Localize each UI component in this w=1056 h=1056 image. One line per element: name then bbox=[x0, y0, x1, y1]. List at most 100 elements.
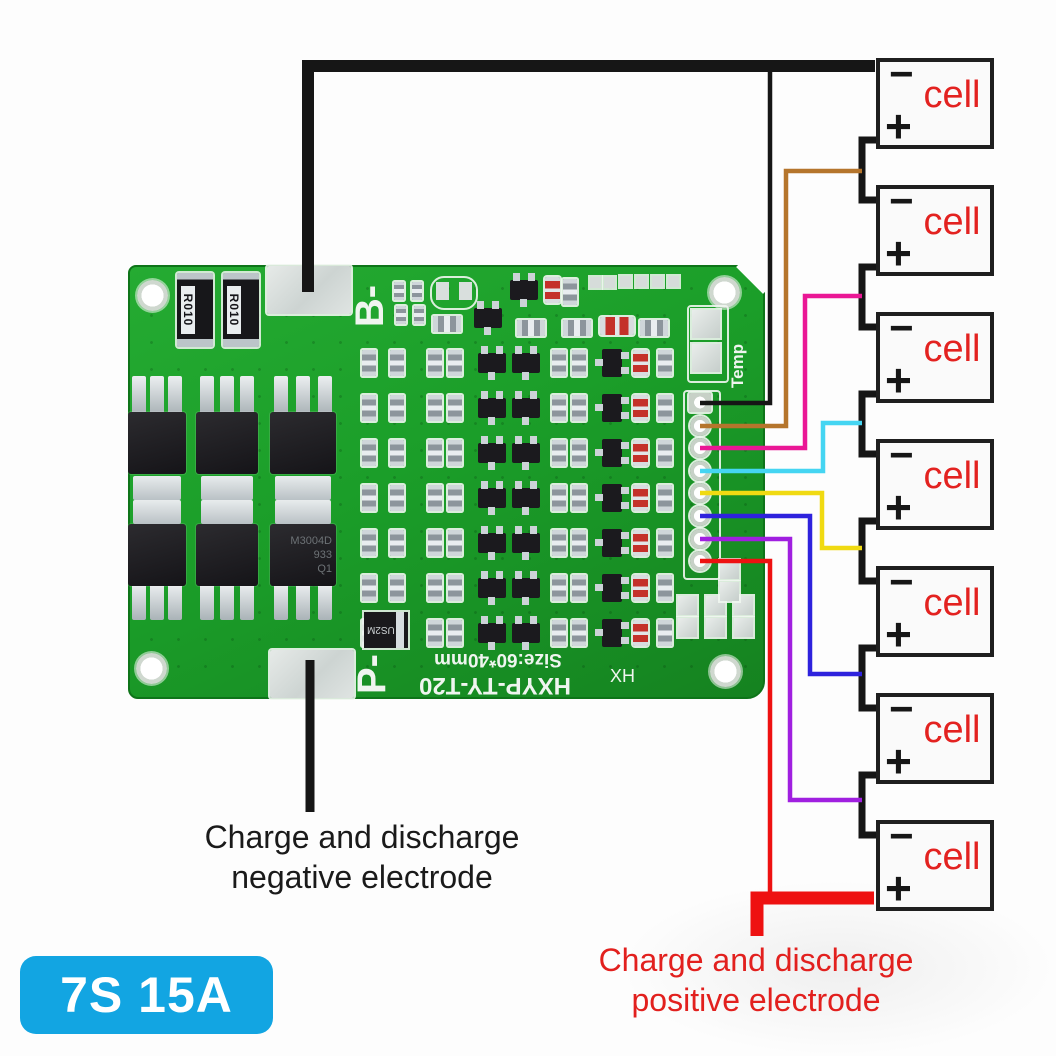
smd-resv-row4 bbox=[552, 485, 566, 511]
cell-plus-terminal: + bbox=[885, 862, 912, 914]
balance-wire-cell2-positive-sense bbox=[700, 293, 862, 451]
cell-label: cell bbox=[923, 328, 981, 370]
smd-resv-row6 bbox=[390, 575, 404, 601]
negative-note-line1: Charge and discharge bbox=[204, 819, 520, 855]
positive-electrode-note: Charge and discharge positive electrode bbox=[586, 940, 926, 1020]
mosfet-leg bbox=[200, 376, 214, 414]
battery-cell-1: −+cell bbox=[876, 50, 994, 152]
jumper-pad-6 bbox=[734, 618, 753, 637]
smd-sot-row1 bbox=[512, 346, 540, 380]
smd-resv-row6 bbox=[658, 575, 672, 601]
sense-pad-outline bbox=[683, 390, 721, 580]
smd-resv-row6 bbox=[572, 575, 586, 601]
mosfet-leg bbox=[240, 376, 254, 414]
smd-resv bbox=[563, 279, 577, 305]
jumper-pad-4 bbox=[706, 618, 725, 637]
mosfet-leg bbox=[168, 584, 182, 620]
smd-resh bbox=[640, 320, 668, 336]
smd-resv-row1 bbox=[362, 350, 376, 376]
smd-resv-row4 bbox=[658, 485, 672, 511]
cell-minus-terminal: − bbox=[889, 50, 914, 97]
smd-resv-row7 bbox=[572, 620, 586, 646]
smd-resv-row7 bbox=[658, 620, 672, 646]
cell-plus-terminal: + bbox=[885, 608, 912, 660]
smd-led bbox=[600, 317, 634, 335]
smd-resv-row7 bbox=[552, 620, 566, 646]
smd-resh bbox=[433, 316, 461, 332]
cell-plus-terminal: + bbox=[885, 735, 912, 787]
cell-plus-terminal: + bbox=[885, 481, 912, 533]
jumper-pad-2 bbox=[678, 618, 697, 637]
smd-resv-row2 bbox=[362, 395, 376, 421]
smd-resv-row6 bbox=[448, 575, 462, 601]
mosfet-leg bbox=[296, 376, 310, 414]
mosfet-2 bbox=[196, 412, 258, 474]
temp-pad-1 bbox=[692, 310, 720, 338]
smd-resv-row3 bbox=[658, 440, 672, 466]
smd-sot-row2 bbox=[512, 391, 540, 425]
smd-led bbox=[545, 277, 560, 303]
balance-wire-cell6-positive-sense bbox=[700, 536, 862, 803]
positive-note-line1: Charge and discharge bbox=[598, 942, 914, 978]
balance-wire-cell4-positive-sense bbox=[700, 490, 862, 551]
cell-minus-terminal: − bbox=[889, 431, 914, 478]
smd-pad bbox=[652, 276, 663, 287]
smd-sot-row5 bbox=[512, 526, 540, 560]
smd-resv bbox=[396, 306, 406, 324]
smd-pad bbox=[590, 277, 601, 288]
mosfet-marking-line: Q1 bbox=[317, 563, 332, 575]
mosfet-leg bbox=[220, 584, 234, 620]
mounting-hole-1 bbox=[137, 280, 168, 311]
cell-label: cell bbox=[923, 455, 981, 497]
smd-sot-row1 bbox=[478, 346, 506, 380]
smd-resv-row5 bbox=[362, 530, 376, 556]
smd-resv-row1 bbox=[572, 350, 586, 376]
balance-wire-cell7-positive-sense bbox=[700, 558, 773, 900]
diode-us2m: US2M bbox=[364, 612, 408, 648]
mosfet-3 bbox=[270, 412, 336, 474]
shunt-resistor-2: R010 bbox=[223, 273, 259, 347]
smd-ledv-row4 bbox=[633, 485, 648, 511]
cell-plus-terminal: + bbox=[885, 100, 912, 152]
shunt-band: R010 bbox=[181, 286, 195, 334]
shunt-resistor-1: R010 bbox=[177, 273, 213, 347]
smd-resv-row5 bbox=[552, 530, 566, 556]
mosfet-tab bbox=[133, 476, 181, 500]
mosfet-marking-line: M3004D bbox=[290, 535, 332, 547]
cell-minus-terminal: − bbox=[889, 177, 914, 224]
mosfet-5 bbox=[196, 524, 258, 586]
smd-resv-row4 bbox=[428, 485, 442, 511]
mosfet-1 bbox=[128, 412, 186, 474]
mosfet-leg bbox=[132, 584, 146, 620]
temp-pad-outline bbox=[687, 305, 729, 383]
mosfet-6 bbox=[270, 524, 336, 586]
mounting-hole-2 bbox=[709, 277, 740, 308]
jumper-pad-7 bbox=[720, 560, 739, 579]
balance-wire-cell1-positive-sense bbox=[700, 168, 862, 429]
smd-resh bbox=[517, 320, 545, 336]
smd-resv-row3 bbox=[572, 440, 586, 466]
smd-resv-row1 bbox=[428, 350, 442, 376]
mosfet-marking: M3004D 933 Q1 bbox=[278, 534, 332, 576]
smd-resv-row4 bbox=[448, 485, 462, 511]
smd-resv-row5 bbox=[658, 530, 672, 556]
mounting-hole-3 bbox=[136, 653, 167, 684]
mosfet-leg bbox=[200, 584, 214, 620]
cell-minus-terminal: − bbox=[889, 685, 914, 732]
mosfet-leg bbox=[296, 584, 310, 620]
smd-resv-row6 bbox=[362, 575, 376, 601]
smd-resv-row2 bbox=[572, 395, 586, 421]
series-link-4 bbox=[858, 517, 876, 585]
smd-resv-row5 bbox=[390, 530, 404, 556]
smd-sot-row4 bbox=[478, 481, 506, 515]
positive-note-line2: positive electrode bbox=[631, 982, 881, 1018]
negative-electrode-note: Charge and discharge negative electrode bbox=[192, 817, 532, 897]
smd-sot-row5 bbox=[478, 526, 506, 560]
smd-resv-row4 bbox=[362, 485, 376, 511]
mosfet-leg bbox=[318, 376, 332, 414]
mosfet-tab bbox=[201, 500, 253, 524]
